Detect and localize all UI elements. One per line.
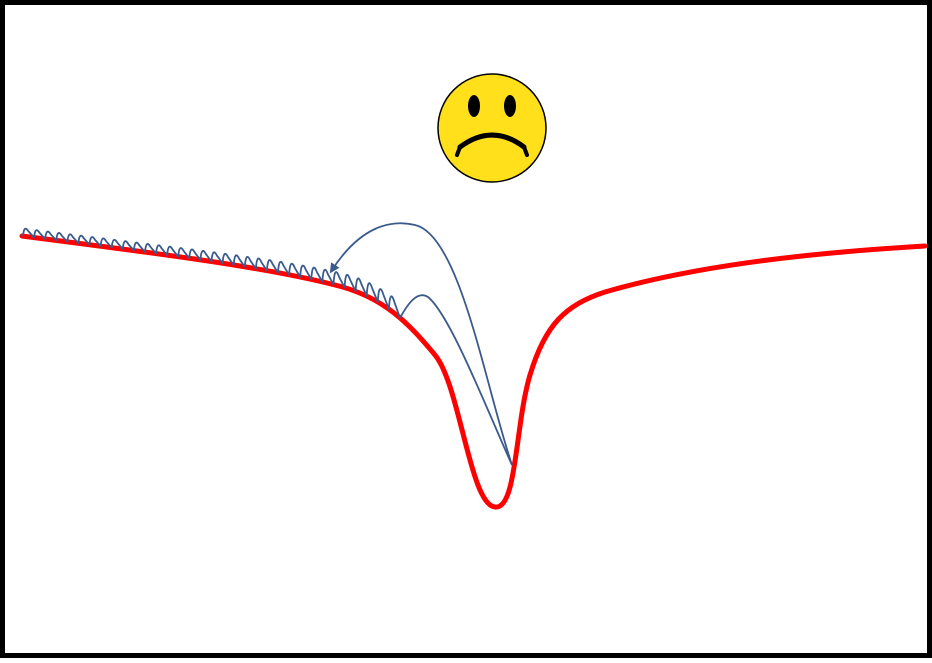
frown-mouth-icon bbox=[457, 132, 527, 150]
left-eye-icon bbox=[468, 95, 480, 117]
right-eye-icon bbox=[504, 95, 516, 117]
escape-trajectory-upper bbox=[329, 222, 513, 466]
escape-trajectory-lower bbox=[399, 294, 513, 466]
face-circle bbox=[437, 73, 547, 183]
potential-energy-curve bbox=[19, 233, 928, 510]
right-mouth-corner-icon bbox=[522, 145, 529, 157]
left-mouth-corner-icon bbox=[455, 145, 462, 157]
sad-face-icon bbox=[437, 73, 547, 183]
oscillation-trajectory bbox=[22, 227, 401, 319]
potential-well-diagram bbox=[19, 73, 928, 510]
